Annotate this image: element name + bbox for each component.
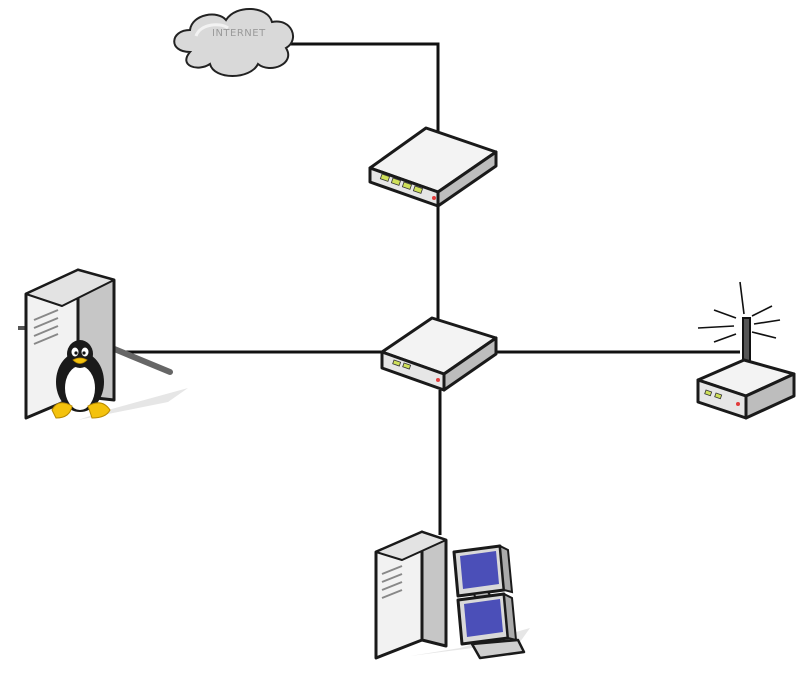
- tux-penguin-icon: [51, 340, 111, 419]
- monitor-icon: [452, 544, 514, 606]
- switch-icon: [380, 316, 498, 392]
- cloud-icon: INTERNET: [173, 7, 294, 77]
- linux-server-icon: [18, 268, 188, 420]
- connection-lines: [125, 42, 740, 535]
- link-internet-router: [290, 42, 440, 138]
- workstation-icon: [374, 530, 530, 660]
- cloud-label: INTERNET: [212, 28, 266, 39]
- router-icon: [368, 126, 498, 208]
- wireless-access-point-icon: [696, 281, 796, 420]
- monitor-icon: [456, 592, 526, 660]
